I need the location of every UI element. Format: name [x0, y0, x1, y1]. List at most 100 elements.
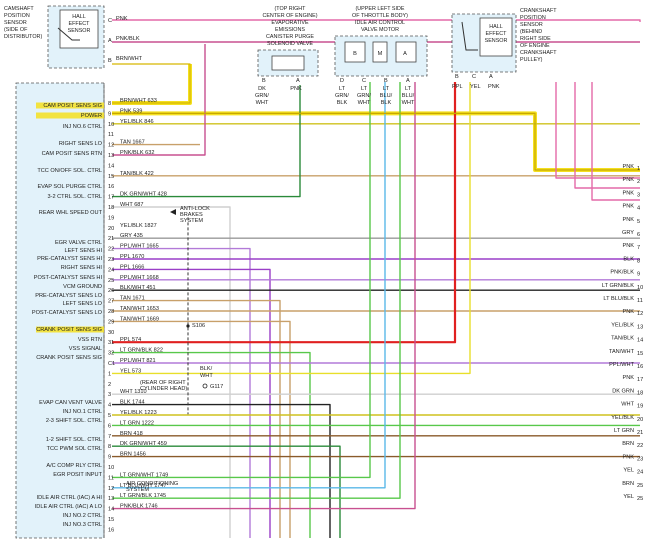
cam-pin: B	[108, 58, 112, 64]
right-wire-number: 11	[637, 298, 643, 304]
pcm-wire-label: LT GRN 1222	[120, 420, 154, 426]
pcm-pin-number: 18	[108, 205, 114, 211]
right-wire-number: 17	[637, 377, 643, 383]
function-highlight	[36, 112, 104, 119]
right-wire-label: YEL	[623, 494, 634, 500]
pcm-wire-label: TAN/WHT 1669	[120, 316, 159, 322]
pink-branch-wire	[555, 82, 640, 179]
ac-note: SYSTEM	[126, 487, 149, 493]
right-wire-number: 1	[637, 166, 640, 172]
crank-title: CRANKSHAFT	[520, 50, 557, 56]
pcm-pin-number: 3	[108, 392, 111, 398]
right-wire-number: 8	[637, 258, 640, 264]
iac-pin: A	[406, 78, 410, 84]
pcm-pin-number: 2	[108, 382, 111, 388]
crank-hall-label: HALL	[489, 24, 503, 30]
pcm-wire-label: LT BLU/WHT 1747	[120, 483, 167, 489]
crank-title: OF ENGINE	[520, 43, 550, 49]
inj1-wire	[112, 403, 331, 538]
right-wire-label: LT GRN/BLK	[602, 283, 634, 289]
pcm-wire-label: BLK/WHT 451	[120, 285, 156, 291]
crank-pin: B	[455, 74, 459, 80]
iac-pin: C	[362, 78, 366, 84]
iac-a-hi-wire	[112, 82, 371, 479]
pcm-pin-number: 25	[108, 278, 114, 284]
right-wire-number: 18	[637, 390, 643, 396]
cam-pin: A	[108, 38, 112, 44]
purge-title: SOLENOID VALVE	[267, 41, 313, 47]
cam-title: SENSOR	[4, 20, 27, 26]
right-wire-label: YEL/BLK	[611, 415, 634, 421]
pcm-wire-label: LT GRN/BLK 822	[120, 348, 163, 354]
purge-wire-label: WHT	[256, 100, 269, 106]
g117-location: (REAR OF RIGHT	[140, 380, 186, 386]
purge-coil	[271, 55, 305, 71]
pcm-wire-label: TAN/WHT 1653	[120, 306, 159, 312]
pcm-function-label: EGR POSIT INPUT	[53, 472, 102, 478]
right-wire-number: 23	[637, 456, 643, 462]
pcm-pin-number: 28	[108, 309, 114, 315]
crank-wire-label: YEL	[470, 84, 481, 90]
right-wire-label: PNK/BLK	[610, 270, 634, 276]
pcm-pin-number: 9	[108, 455, 111, 461]
pcm-pin-number: 32	[108, 351, 114, 357]
pcm-pin-number: 24	[108, 267, 114, 273]
pcm-wire-label: BRN/WHT 633	[120, 98, 157, 104]
right-wire-number: 6	[637, 232, 640, 238]
pcm-function-label: VSS RTN	[78, 337, 102, 343]
right-wire-label: PNK	[622, 204, 634, 210]
pcm-wire-label: DK GRN/WHT 428	[120, 192, 167, 198]
pcm-wire-label: PPL/WHT 1665	[120, 244, 159, 250]
pcm-pin-number: 26	[108, 288, 114, 294]
pink-branch-wire	[591, 82, 640, 201]
pcm-pin-number: 14	[108, 163, 114, 169]
pcm-pin-number: 5	[108, 413, 111, 419]
pcm-wire-label: YEL/BLK 1223	[120, 410, 157, 416]
evap-purge-wire	[112, 85, 301, 198]
right-wire-number: 12	[637, 311, 643, 317]
pcm-wire-label: BRN 418	[120, 431, 143, 437]
cam-title: (SIDE OF	[4, 27, 28, 33]
right-wire-number: 21	[637, 430, 643, 436]
pcm-function-label: VSS SIGNAL	[69, 346, 102, 352]
pcm-pin-number: 10	[108, 465, 114, 471]
pcm-pin-number: 20	[108, 226, 114, 232]
pcm-wire-label: LT GRN/BLK 1745	[120, 493, 166, 499]
right-sens-hi-wire	[112, 268, 271, 538]
cam-pnk-wire	[112, 19, 641, 22]
pcm-function-label: EGR VALVE CTRL	[55, 240, 102, 246]
inj3-wire	[112, 82, 416, 510]
pcm-pin-number: 21	[108, 236, 114, 242]
purge-wire-label: PNK	[290, 86, 302, 92]
pcm-function-label: CRANK POSIT SENS SIG	[36, 355, 102, 361]
right-wire-label: PNK	[622, 375, 634, 381]
iac-wire-label: GRN/	[357, 93, 371, 99]
right-wire-label: PNK	[622, 190, 634, 196]
hall-label: EFFECT	[69, 21, 91, 27]
right-wire-number: 3	[637, 192, 640, 198]
iac-pin: B	[384, 78, 388, 84]
postcat-lo-wire	[112, 320, 291, 538]
cam-signal-core	[112, 63, 191, 104]
pcm-wire-label: PNK/BLK 632	[120, 150, 155, 156]
crank-switch	[461, 21, 478, 51]
right-wire-number: 16	[637, 364, 643, 370]
pcm-pin-number: C1	[108, 361, 115, 367]
crank-title: (BEHIND	[520, 29, 542, 35]
right-wire-label: PNK	[622, 217, 634, 223]
iac-inner-label: B	[353, 51, 357, 57]
pcm-function-label: LEFT SENS HI	[64, 248, 102, 254]
pcm-pin-number: 19	[108, 215, 114, 221]
iac-wire-label: BLK	[381, 100, 392, 106]
crank-signal-wire	[112, 82, 457, 344]
pcm-wire-label: BRN 1456	[120, 452, 146, 458]
right-wire-number: 13	[637, 324, 643, 330]
crank-title: SENSOR	[520, 22, 543, 28]
iac-motor	[372, 41, 388, 63]
crank-wire-label: PNK	[488, 84, 500, 90]
crank-title: POSITION	[520, 15, 546, 21]
cam-wire-label: BRN/WHT	[116, 56, 143, 62]
pcm-wire-label: GRY 435	[120, 233, 143, 239]
